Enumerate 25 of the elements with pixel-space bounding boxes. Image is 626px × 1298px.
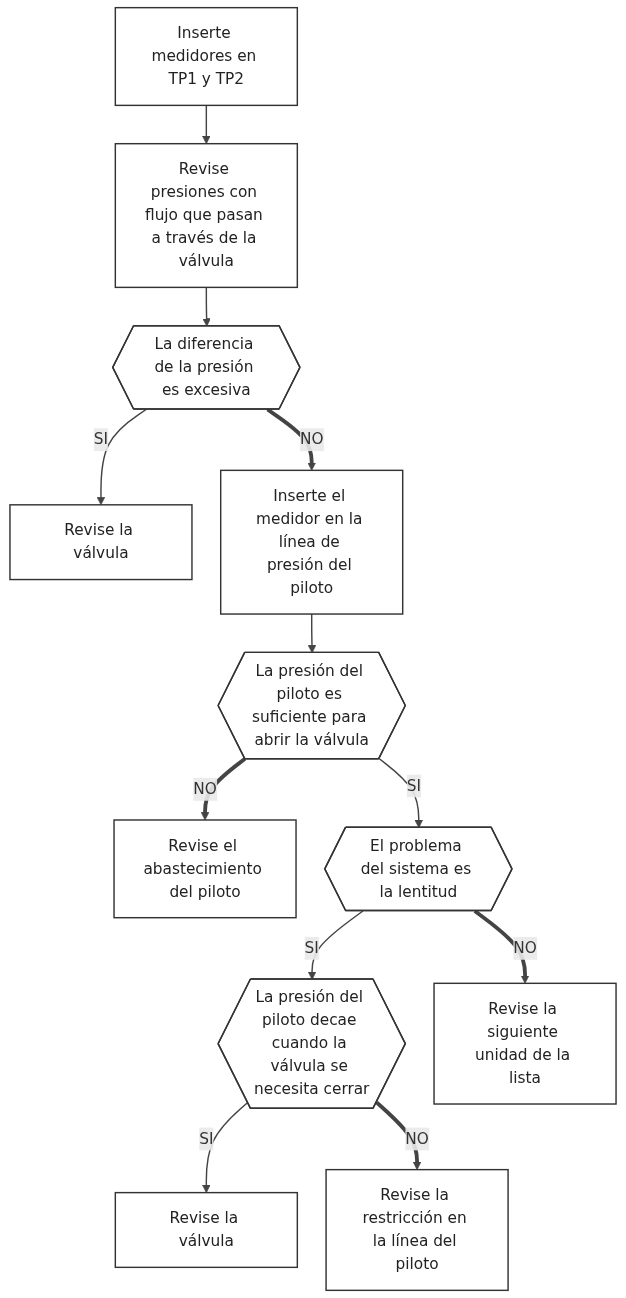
arrow	[202, 286, 211, 327]
arrow	[307, 910, 364, 980]
edge-label: NO	[299, 430, 324, 449]
node-box: Inserte el medidor en la línea de presión del piloto	[220, 469, 404, 615]
edge-label: NO	[405, 1129, 429, 1148]
node-box: Inserte medidores en TP1 y TP2	[114, 6, 299, 107]
node-box: Revise la restricción en la línea del piloto	[325, 1168, 509, 1292]
edge-label: SI	[93, 430, 109, 449]
node-box: Revise el abastecimiento del piloto	[113, 819, 297, 919]
arrow	[202, 1101, 249, 1193]
node-box: Revise la válvula	[9, 504, 193, 581]
node-box: Revise la siguiente unidad de la lista	[433, 982, 617, 1105]
node-box: Revise presiones con flujo que pasan a través de la válvula	[114, 142, 299, 289]
arrow	[200, 757, 247, 821]
edge-label: NO	[193, 779, 217, 798]
edge-label: SI	[406, 776, 422, 795]
arrow	[202, 104, 211, 145]
arrow	[378, 758, 423, 829]
node-box: Revise la válvula	[114, 1191, 299, 1269]
edge-label: NO	[513, 938, 537, 957]
edge-label: SI	[304, 938, 319, 957]
edge-label: SI	[199, 1129, 214, 1148]
arrow	[96, 408, 147, 506]
arrow	[473, 909, 530, 984]
arrow	[307, 613, 317, 654]
